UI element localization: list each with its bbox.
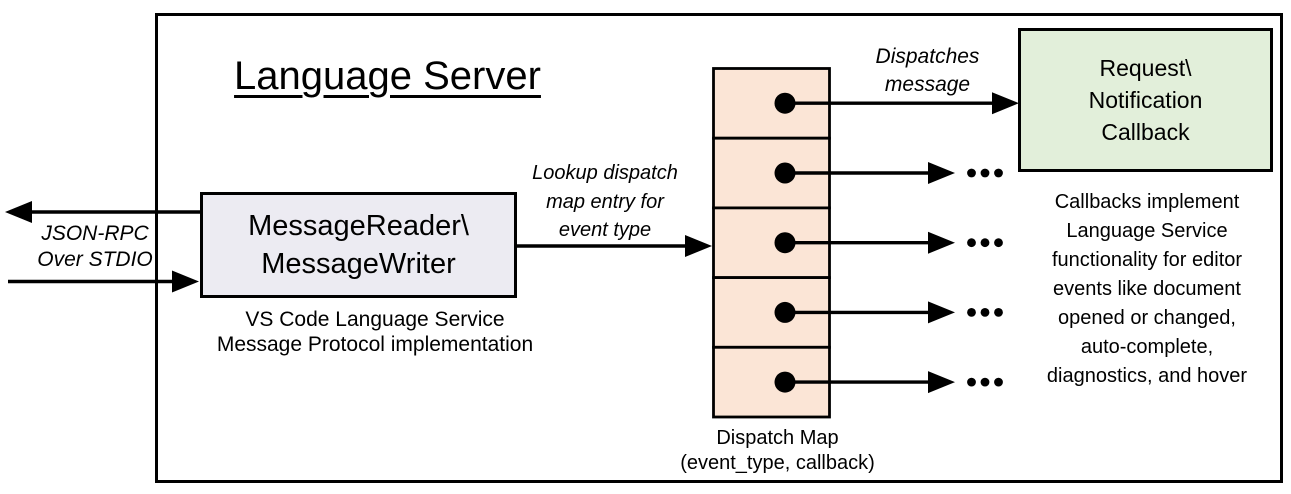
jsonrpc-stdio-label: JSON-RPC Over STDIO <box>37 222 153 271</box>
callback-description: Callbacks implement Language Service fun… <box>1046 191 1248 387</box>
dispatches-message-label: Dispatches message <box>875 45 980 96</box>
message-reader-writer-label: MessageReader\ MessageWriter <box>248 210 469 280</box>
dispatch-map-caption: Dispatch Map (event_type, callback) <box>680 427 875 474</box>
ellipsis-icon <box>967 238 1003 248</box>
dispatch-row-arrow-4 <box>774 301 1003 324</box>
jsonrpc-in-arrow <box>8 270 199 293</box>
dispatch-entry-dot <box>774 162 796 184</box>
ellipsis-icon <box>967 377 1003 387</box>
dispatch-entry-dot <box>774 232 796 254</box>
ellipsis-icon <box>967 308 1003 317</box>
ellipsis-icon <box>967 168 1003 178</box>
dispatch-row-arrow-3 <box>774 231 1003 254</box>
dispatch-entry-dot <box>774 371 796 393</box>
message-reader-writer-box: MessageReader\ MessageWriter <box>200 192 517 298</box>
diagram-title: Language Server <box>234 54 541 98</box>
jsonrpc-out-arrow <box>5 201 200 223</box>
dispatch-row-arrow-2 <box>774 162 1003 184</box>
lookup-dispatch-label: Lookup dispatch map entry for event type <box>532 162 678 241</box>
dispatch-entry-dot <box>774 301 796 323</box>
dispatch-entry-dot <box>774 92 796 114</box>
request-notification-callback-label: Request\ Notification Callback <box>1088 55 1203 145</box>
language-server-border <box>155 13 1283 483</box>
reader-box-caption: VS Code Language Service Message Protoco… <box>216 308 534 356</box>
request-notification-callback-box: Request\ Notification Callback <box>1018 28 1273 172</box>
dispatch-row-arrow-1 <box>774 92 1019 115</box>
lookup-arrow <box>517 235 712 257</box>
dispatch-row-arrow-5 <box>774 371 1003 394</box>
